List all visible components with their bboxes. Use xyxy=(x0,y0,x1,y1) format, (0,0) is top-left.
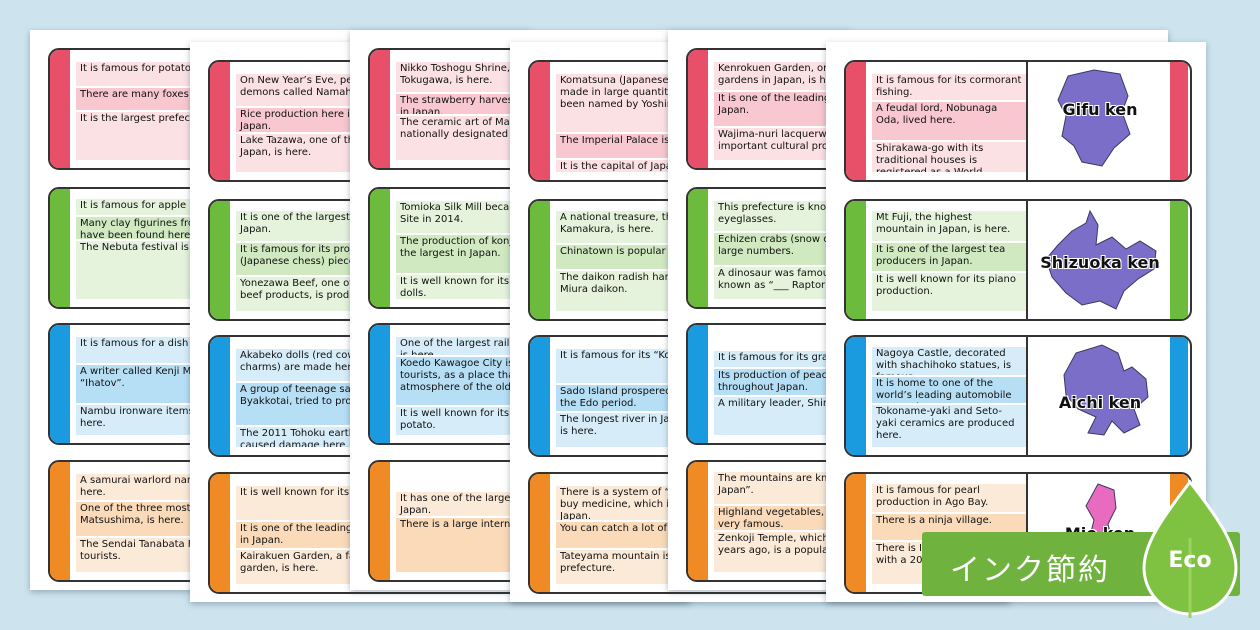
ink-saving-label: インク節約 xyxy=(950,553,1110,588)
card-color-bar xyxy=(210,201,230,319)
clue-text: It is well known for its piano productio… xyxy=(872,273,1026,311)
card-color-bar xyxy=(210,474,230,592)
card-color-bar xyxy=(50,50,70,168)
card-color-bar xyxy=(688,462,708,580)
clue-text: Tokoname-yaki and Seto-yaki ceramics are… xyxy=(872,405,1026,447)
card-color-bar xyxy=(50,189,70,307)
card-color-bar xyxy=(50,325,70,443)
card-color-bar xyxy=(688,50,708,168)
clue-text: It is one of the largest tea producers i… xyxy=(872,243,1026,271)
card-color-bar-right xyxy=(1170,337,1188,455)
clue-text: A feudal lord, Nobunaga Oda, lived here. xyxy=(872,102,1026,140)
clue-text: It is famous for pearl production in Ago… xyxy=(872,484,1026,512)
clue-text: It is home to one of the world’s leading… xyxy=(872,377,1026,403)
prefecture-card: It is famous for its cormorant fishing.A… xyxy=(844,60,1192,182)
card-color-bar xyxy=(210,337,230,455)
card-color-bar xyxy=(370,189,390,307)
card-color-bar xyxy=(50,462,70,580)
prefecture-name: Shizuoka ken xyxy=(1040,253,1160,272)
card-color-bar xyxy=(846,337,866,455)
card-color-bar xyxy=(530,62,550,180)
clue-text: It is famous for its cormorant fishing. xyxy=(872,74,1026,100)
eco-leaf-icon xyxy=(1142,479,1238,618)
worksheet-page: It is famous for its cormorant fishing.A… xyxy=(826,42,1206,602)
clue-text: Shirakawa-go with its traditional houses… xyxy=(872,142,1026,172)
prefecture-map: Shizuoka ken xyxy=(1026,201,1172,319)
clue-text: Mt Fuji, the highest mountain in Japan, … xyxy=(872,211,1026,241)
prefecture-name: Gifu ken xyxy=(1062,100,1138,119)
card-color-bar xyxy=(370,325,390,443)
prefecture-card: Nagoya Castle, decorated with shachihoko… xyxy=(844,335,1192,457)
card-color-bar xyxy=(530,474,550,592)
card-color-bar xyxy=(846,474,866,592)
card-color-bar xyxy=(530,337,550,455)
card-color-bar xyxy=(846,201,866,319)
card-color-bar xyxy=(688,325,708,443)
prefecture-map-shape xyxy=(1057,69,1131,167)
card-color-bar xyxy=(846,62,866,180)
prefecture-map: Aichi ken xyxy=(1026,337,1172,455)
card-color-bar xyxy=(688,189,708,307)
card-color-bar xyxy=(210,62,230,180)
prefecture-map-shape xyxy=(1045,209,1157,310)
card-color-bar-right xyxy=(1170,201,1188,319)
card-color-bar xyxy=(530,201,550,319)
clue-text: Nagoya Castle, decorated with shachihoko… xyxy=(872,347,1026,375)
card-color-bar xyxy=(370,50,390,168)
prefecture-card: Mt Fuji, the highest mountain in Japan, … xyxy=(844,199,1192,321)
prefecture-name: Aichi ken xyxy=(1058,393,1142,412)
card-color-bar xyxy=(370,462,390,580)
eco-badge-label: Eco xyxy=(1168,548,1212,573)
prefecture-map: Gifu ken xyxy=(1026,62,1172,180)
prefecture-map-shape xyxy=(1063,344,1149,436)
card-color-bar-right xyxy=(1170,62,1188,180)
